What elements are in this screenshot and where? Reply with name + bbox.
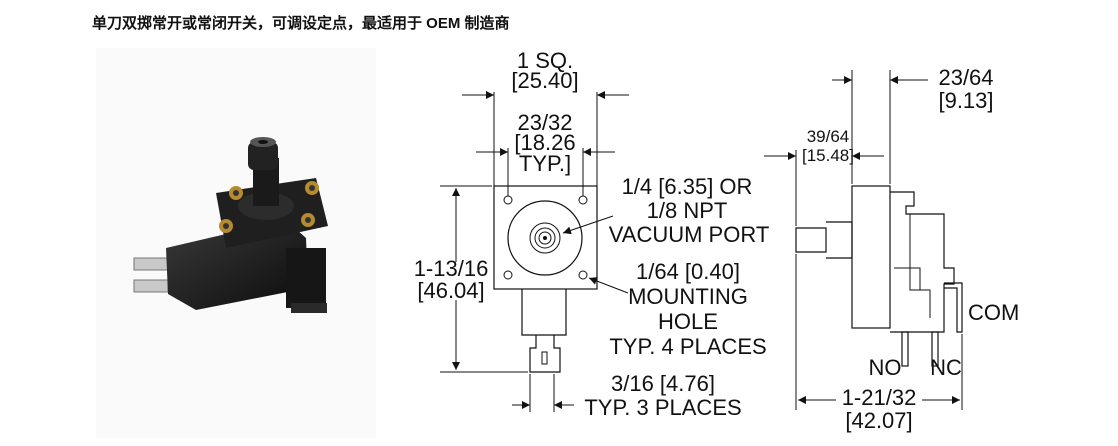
mounting-hole [503,270,513,280]
port-middle-circle [534,227,556,249]
mounting-hole [503,195,513,205]
height-frac-label: 1-13/16 [414,256,489,281]
hole-line1: 1/64 [0.40] [636,259,740,284]
terminal-outline [529,335,561,373]
mid-mm-label: [15.48] [802,146,854,165]
no-label: NO [869,355,902,380]
hole-line4: TYP. 4 PLACES [609,334,766,359]
terminal-line1: 3/16 [4.76] [611,371,715,396]
width-mm-label: [25.40] [511,68,578,93]
port-line3: VACUUM PORT [609,222,770,247]
port-outer-circle [529,222,561,254]
diaphragm-circle [507,200,583,276]
switch-body [890,191,955,333]
hole-spacing-frac-label: 23/32 [517,110,572,135]
nc-terminal [931,331,939,367]
housing-outline [493,185,598,290]
hole-spacing-note: TYP.] [519,151,571,176]
nc-label: NC [930,355,962,380]
side-housing [851,185,891,329]
no-terminal [901,331,909,367]
side-port [795,227,827,253]
top-mm-label: [9.13] [938,88,993,113]
front-view: 1 SQ. [25.40] 23/32 [18.26 TYP.] 1-13/16… [414,48,770,420]
hole-spacing-mm-label: [18.26 [514,130,575,155]
pressure-switch-photo [133,137,328,313]
width-frac-label: 1 SQ. [517,48,573,73]
port-line1: 1/4 [6.35] OR [622,174,753,199]
mid-frac-label: 39/64 [807,127,850,146]
bottom-frac-label: 1-21/32 [842,385,917,410]
port-center [543,236,547,240]
mounting-hole [578,270,588,280]
terminal-line2: TYP. 3 PLACES [584,395,741,420]
product-photo [96,48,376,438]
com-label: COM [968,300,1019,325]
height-mm-label: [46.04] [417,278,484,303]
page-title: 单刀双掷常开或常闭开关，可调设定点，最适用于 OEM 制造商 [92,15,510,32]
mounting-hole [578,195,588,205]
port-line2: 1/8 NPT [647,198,728,223]
hole-line2: MOUNTING [628,284,748,309]
side-view: COM NO NC 23/64 [9.13] 39/64 [15.48] 1-2… [764,65,1019,433]
stem [521,289,567,336]
side-port-collar [826,221,853,259]
bottom-mm-label: [42.07] [845,408,912,433]
port-leader [562,215,614,235]
port-inner-circle [538,231,552,245]
top-frac-label: 23/64 [938,65,993,90]
hole-leader [588,277,629,294]
terminal-slot [541,351,548,365]
com-terminal [944,282,963,333]
hole-line3: HOLE [658,309,718,334]
